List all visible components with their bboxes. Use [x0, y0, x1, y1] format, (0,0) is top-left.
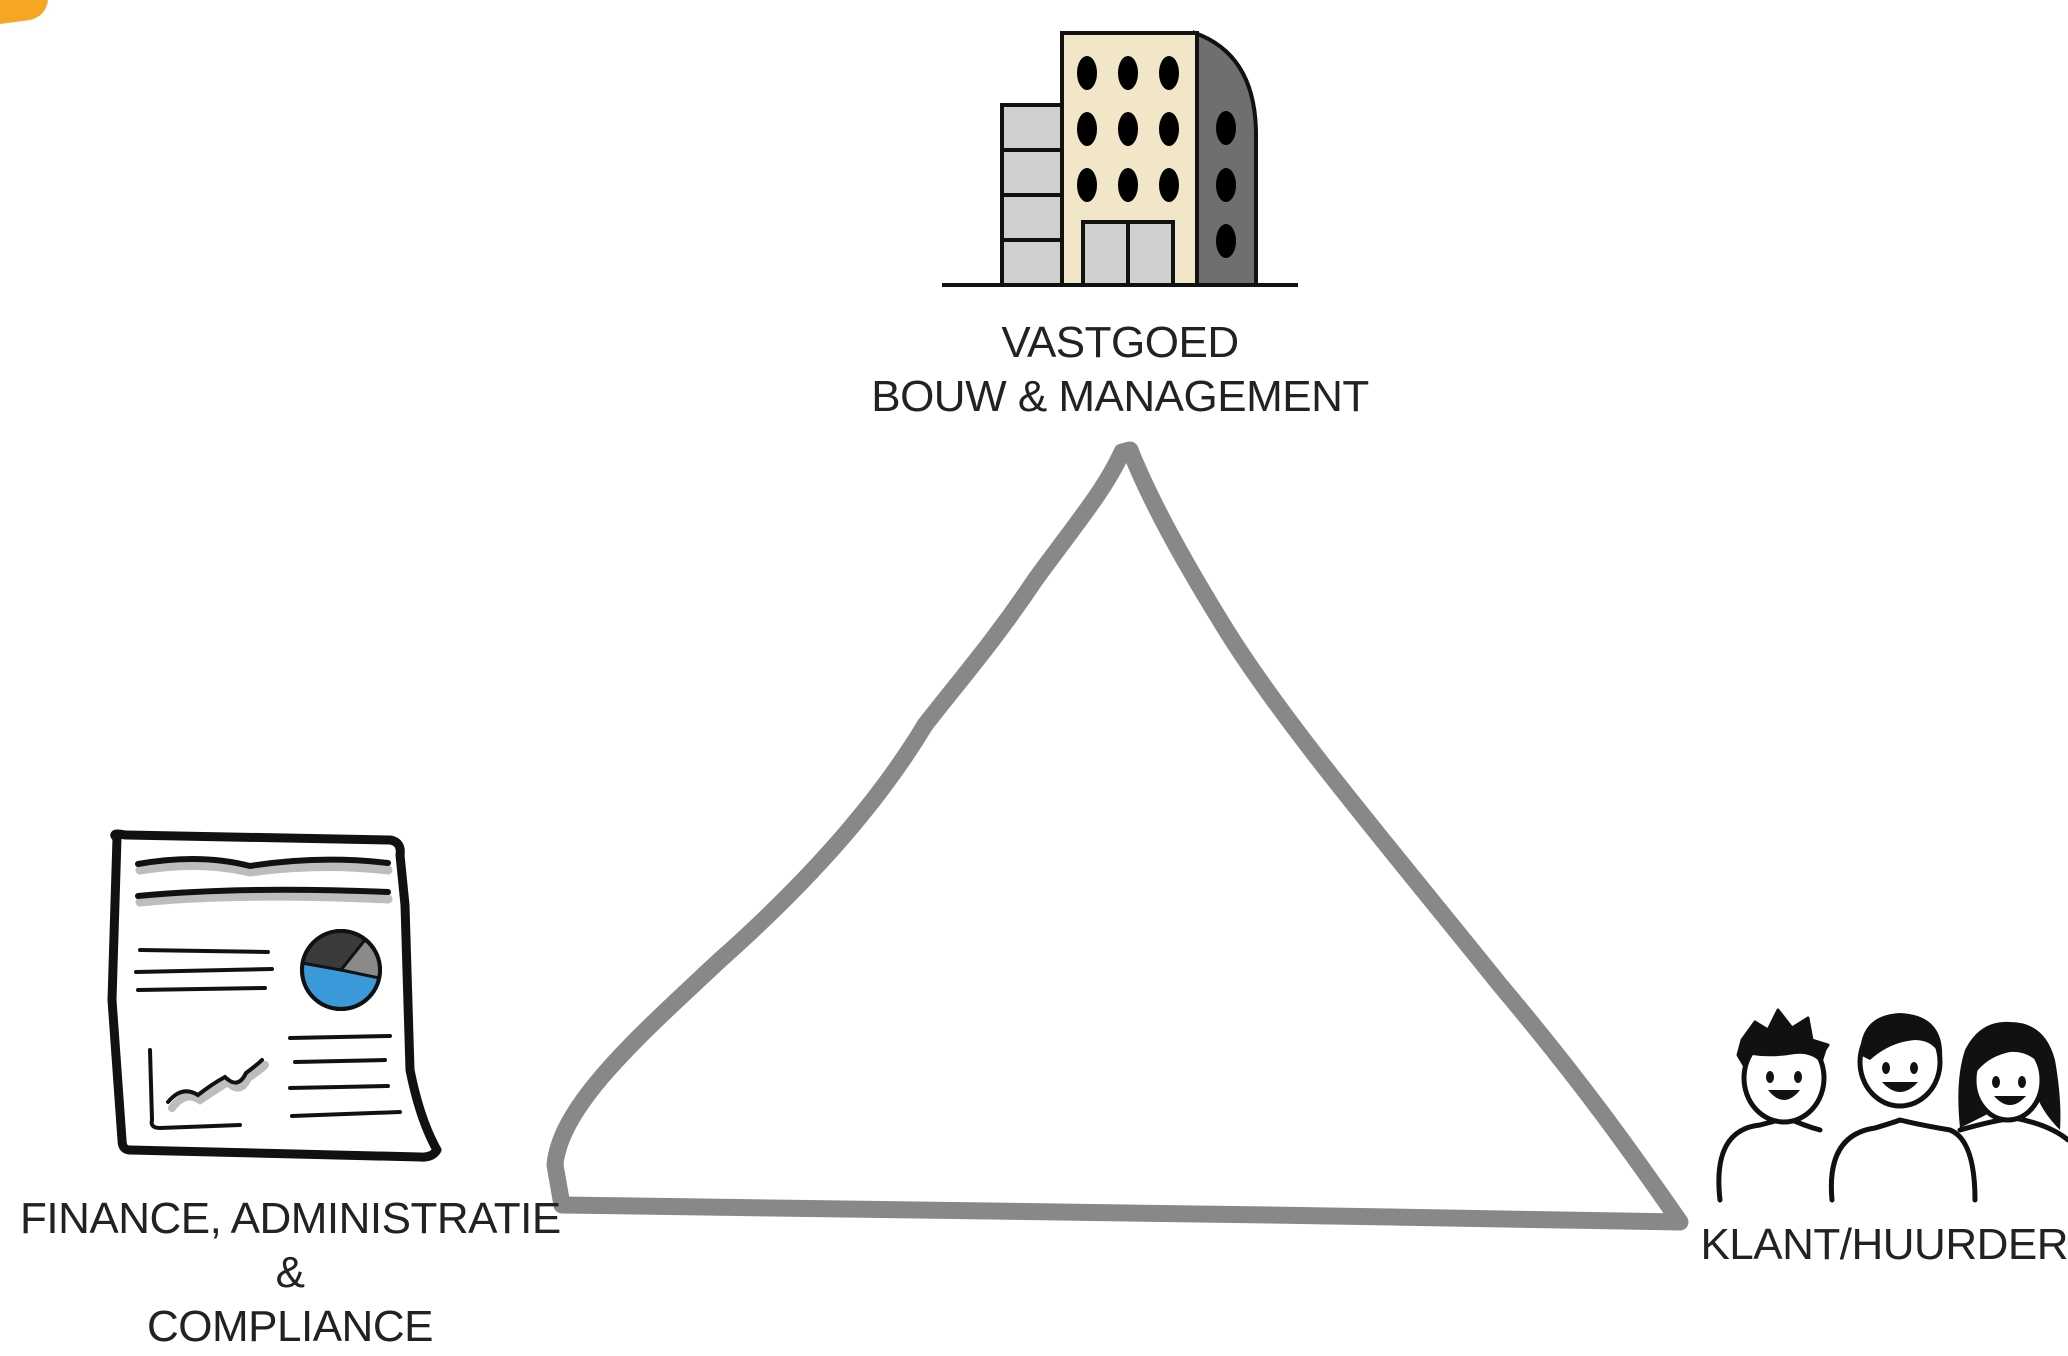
node-label-line: BOUW & MANAGEMENT [871, 372, 1369, 421]
financial-report-document-icon [107, 829, 442, 1162]
pie-chart-graphic [300, 929, 382, 1011]
node-label-line: COMPLIANCE [147, 1302, 433, 1351]
node-label-line: KLANT/HUURDER [1700, 1220, 2068, 1269]
triangle-connector [546, 441, 1689, 1231]
line-chart-graphic [148, 1048, 269, 1131]
node-label-vastgoed: VASTGOED BOUW & MANAGEMENT [820, 316, 1420, 424]
node-label-line: VASTGOED [1001, 318, 1239, 367]
node-label-klant: KLANT/HUURDER [1700, 1218, 2068, 1272]
orange-corner-accent [0, 0, 48, 24]
node-label-line: FINANCE, ADMINISTRATIE [20, 1194, 561, 1243]
office-building-icon [942, 30, 1298, 287]
group-of-people-icon [1716, 1008, 2068, 1203]
node-label-line: & [275, 1248, 305, 1297]
node-label-finance: FINANCE, ADMINISTRATIE & COMPLIANCE [20, 1192, 561, 1354]
